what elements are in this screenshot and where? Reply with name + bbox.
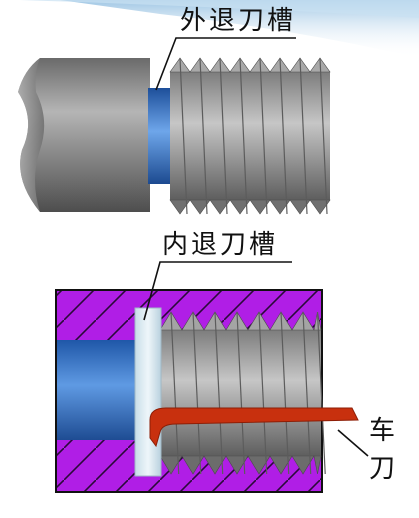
outer-thread-tooth [249, 199, 271, 215]
outer-thread-tooth [289, 199, 311, 215]
outer-thread-tooth [169, 199, 191, 215]
inner-thread-tooth [181, 455, 205, 475]
shaft-body [18, 58, 150, 212]
outer-thread-crest-line [279, 57, 288, 215]
inner-thread-tooth [225, 455, 249, 475]
inner-thread-crest-line [258, 311, 268, 475]
top-banner-stripe [20, 0, 419, 18]
tool-label-char-2: 刀 [368, 454, 395, 484]
outer-thread-crest-line [299, 57, 308, 215]
outer-thread-tooth [209, 199, 231, 215]
outer-thread-crest-line [199, 57, 208, 215]
top-banner [60, 0, 419, 58]
turning-tool [149, 407, 359, 448]
inner-thread-crest-line [302, 311, 312, 475]
inner-thread-teeth [159, 311, 326, 475]
inner-groove [134, 307, 162, 477]
inner-thread-crest-line [170, 311, 180, 475]
shaft-broken-end [18, 58, 45, 212]
outer-thread-tooth [189, 199, 211, 215]
external-thread-part [18, 37, 331, 215]
outer-thread-crest-line [319, 57, 328, 215]
outer-thread-crest-line [219, 57, 228, 215]
inner-thread-tooth [269, 455, 293, 475]
inner-thread-crest-line [192, 311, 202, 475]
inner-groove-leader [143, 261, 292, 321]
plain-bore [57, 340, 137, 440]
outer-thread-crest-line [179, 57, 188, 215]
inner-thread-tooth [291, 455, 315, 475]
inner-thread-crest-line [280, 311, 290, 475]
turning-tool-label: 车 刀 [368, 418, 396, 494]
inner-groove-label: 内退刀槽 [162, 230, 279, 260]
tool-label-char-1: 车 [368, 416, 395, 446]
inner-thread-crest-line [236, 311, 246, 475]
outer-groove [148, 88, 172, 184]
outer-thread-tooth [309, 199, 331, 215]
outer-groove-leader [155, 37, 296, 91]
inner-thread-crest-line [316, 311, 326, 475]
inner-thread-tooth [203, 455, 227, 475]
outer-thread-crest-line [239, 57, 248, 215]
outer-groove-label: 外退刀槽 [180, 6, 297, 36]
outer-thread-tooth [269, 199, 291, 215]
internal-thread-part [55, 261, 369, 493]
tool-leader [337, 429, 369, 457]
inner-thread-tooth [247, 455, 271, 475]
outer-thread-tooth [229, 199, 251, 215]
inner-thread-crest-line [214, 311, 224, 475]
outer-thread-crest-line [259, 57, 268, 215]
outer-thread-teeth [169, 57, 331, 215]
inner-thread-tooth [313, 455, 322, 475]
inner-thread-tooth [159, 455, 183, 475]
